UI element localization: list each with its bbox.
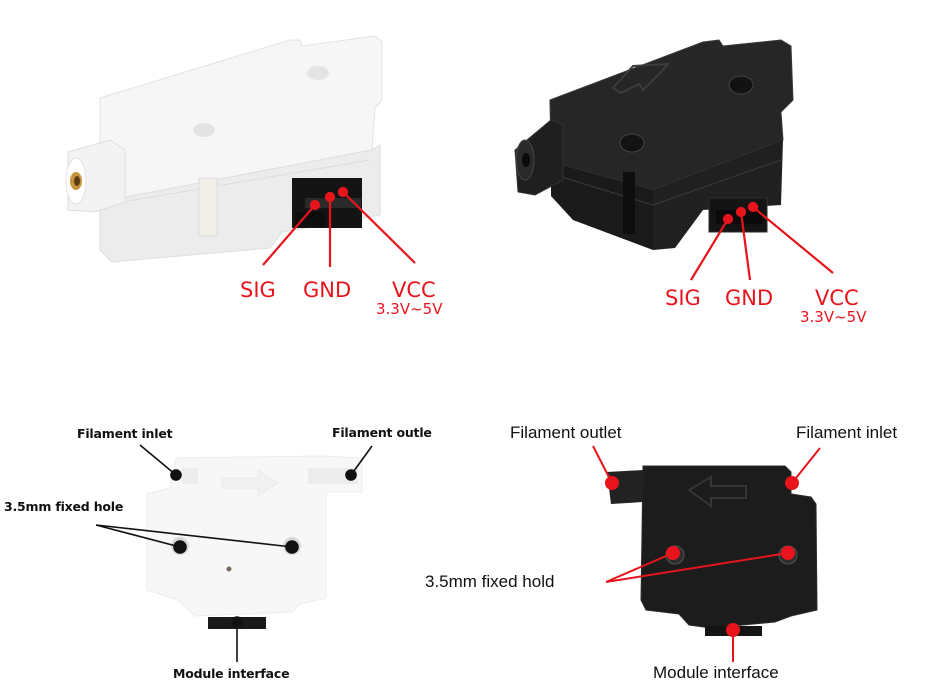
- callout-filament-inlet: Filament inlet: [796, 423, 898, 442]
- panel-white-module-top-view: Filament inlet Filament outle 3.5mm fixe…: [0, 400, 463, 699]
- pin-label-sig: SIG: [665, 286, 701, 310]
- callout-module-interface: Module interface: [653, 663, 779, 682]
- panel-black-module-top-view: Filament outlet Filament inlet 3.5mm fix…: [425, 400, 926, 699]
- callout-filament-outlet: Filament outle: [332, 425, 432, 440]
- panel-black-module-pinout: SIG GND VCC 3.3V~5V: [463, 0, 926, 350]
- white-module-top-illustration: [95, 444, 373, 662]
- pin-label-vcc-voltage: 3.3V~5V: [376, 300, 443, 318]
- pin-label-vcc: VCC: [815, 286, 859, 310]
- callout-module-interface: Module interface: [173, 666, 290, 681]
- pin-label-gnd: GND: [725, 286, 774, 310]
- white-module-illustration: [65, 35, 416, 267]
- panel-white-module-pinout: SIG GND VCC 3.3V~5V: [0, 0, 463, 350]
- callout-fixed-hold: 3.5mm fixed hold: [425, 572, 555, 591]
- black-module-top-illustration: [592, 445, 821, 662]
- pin-label-gnd: GND: [303, 278, 352, 302]
- pin-label-vcc: VCC: [392, 278, 436, 302]
- callout-filament-outlet: Filament outlet: [510, 423, 622, 442]
- pin-label-sig: SIG: [240, 278, 276, 302]
- callout-fixed-hole: 3.5mm fixed hole: [4, 499, 124, 514]
- callout-filament-inlet: Filament inlet: [77, 426, 173, 441]
- black-module-illustration: [514, 39, 834, 281]
- pin-label-vcc-voltage: 3.3V~5V: [800, 308, 867, 326]
